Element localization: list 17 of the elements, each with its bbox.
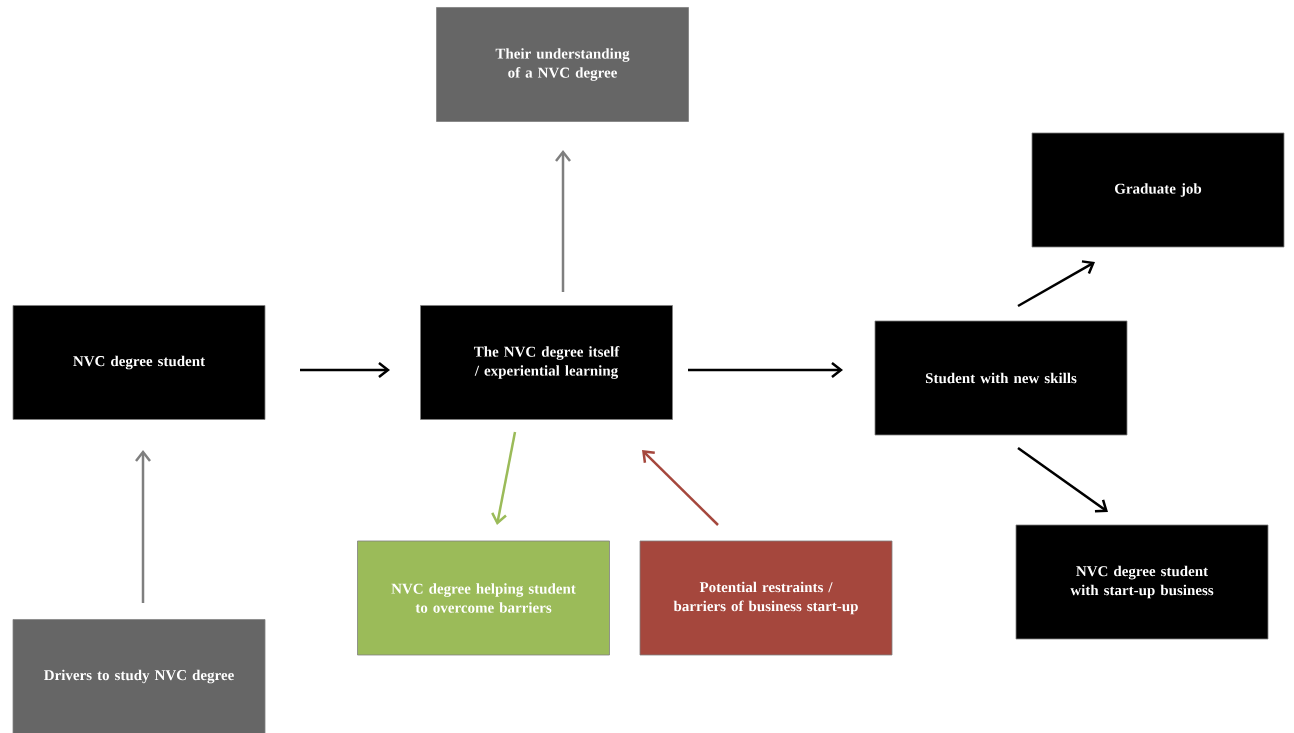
arrow — [688, 362, 843, 378]
process-box: NVC degree student with start-up business — [1015, 524, 1269, 640]
arrow — [642, 450, 719, 526]
process-box: The NVC degree itself / experiential learning — [420, 305, 673, 420]
arrow — [1017, 260, 1095, 308]
arrow — [491, 431, 517, 525]
process-box: NVC degree helping student to overcome barriers — [357, 540, 610, 656]
process-box: Student with new skills — [874, 320, 1128, 436]
process-box: Potential restraints / barriers of business start-up — [639, 540, 893, 656]
arrow — [555, 150, 571, 292]
process-box: Graduate job — [1031, 132, 1285, 248]
arrow — [135, 450, 151, 603]
arrow — [300, 362, 390, 378]
process-box: Drivers to study NVC degree — [12, 619, 266, 733]
process-box: Their understanding of a NVC degree — [436, 7, 689, 122]
arrow — [1017, 446, 1108, 513]
process-box: NVC degree student — [12, 305, 266, 420]
